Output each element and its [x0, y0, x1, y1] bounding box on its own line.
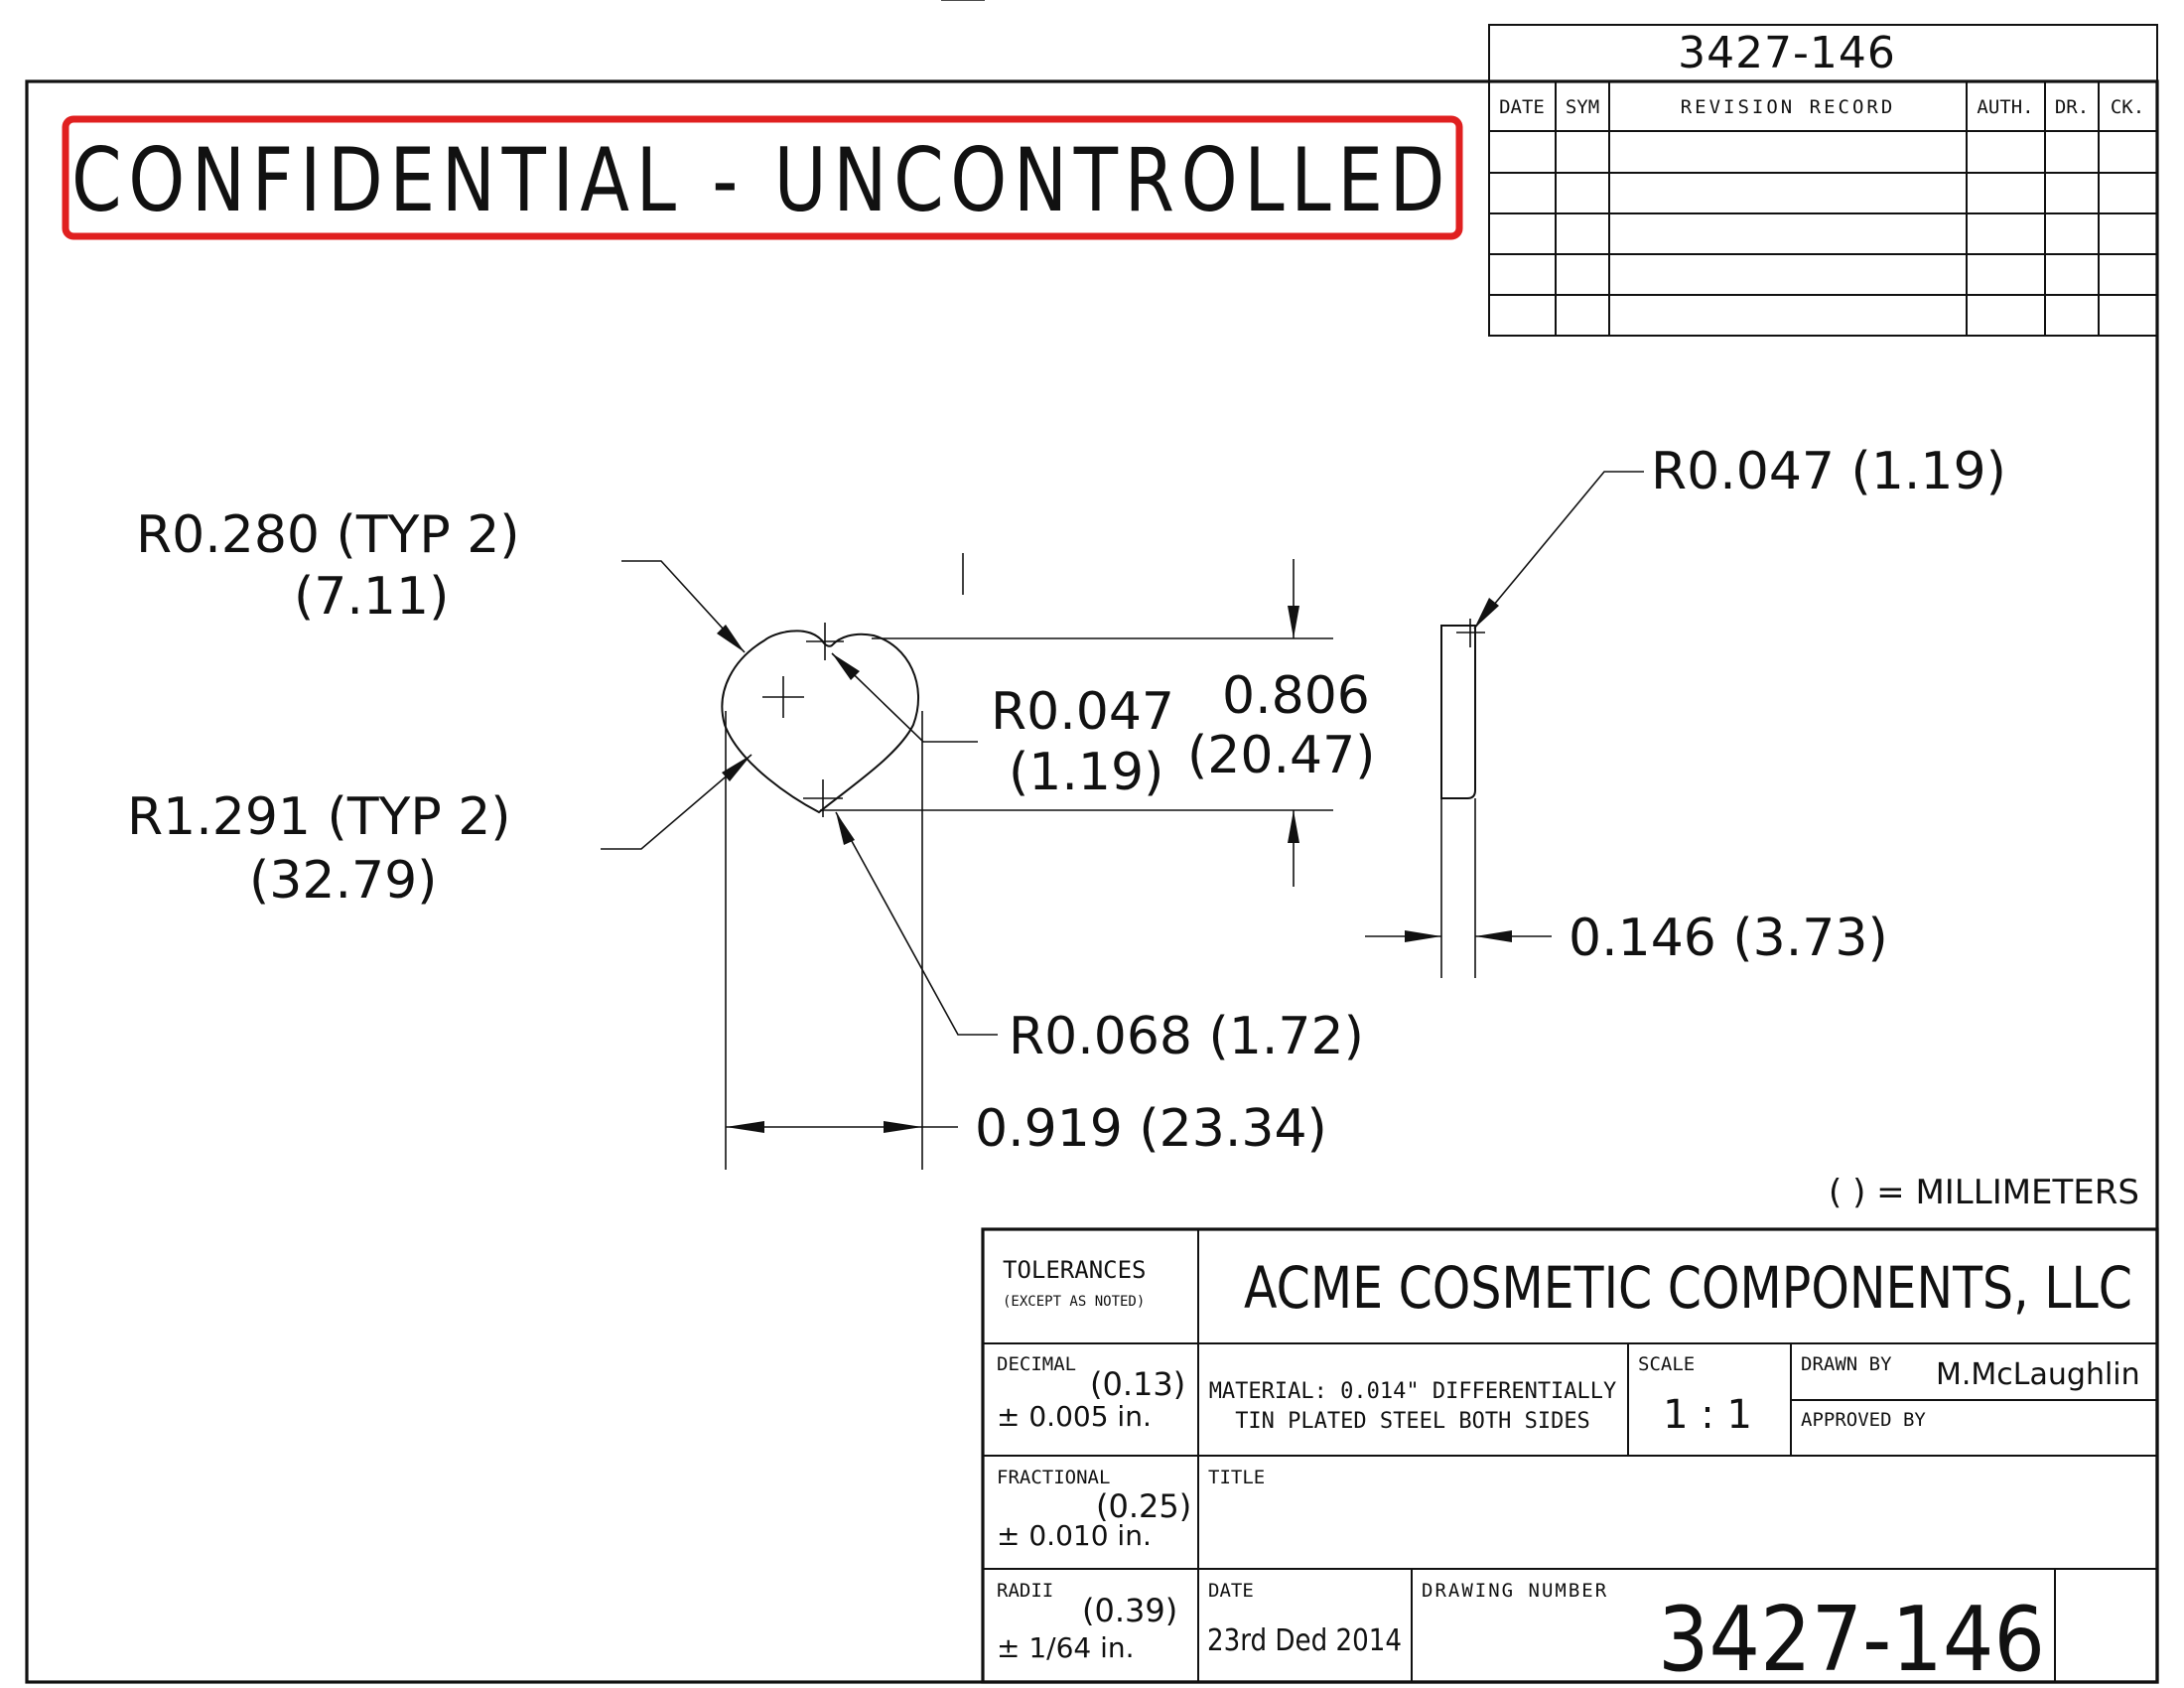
rev-col-date: DATE: [1499, 96, 1545, 118]
rev-col-ck: CK.: [2111, 96, 2144, 118]
label-r0047-inner-mm: (1.19): [1009, 743, 1163, 802]
leader-r0047-side: R0.047 (1.19): [1473, 442, 2006, 630]
units-note: ( ) = MILLIMETERS: [1829, 1173, 2139, 1212]
drawing-number-label: DRAWING NUMBER: [1422, 1580, 1608, 1602]
label-r1291-mm: (32.79): [249, 851, 437, 911]
leader-r1291: R1.291 (TYP 2) (32.79): [127, 754, 752, 911]
height-value-mm: (20.47): [1187, 726, 1375, 785]
label-r0280-mm: (7.11): [294, 567, 449, 627]
rev-col-dr: DR.: [2055, 96, 2089, 118]
tolerances-label: TOLERANCES: [1003, 1256, 1147, 1284]
scale-value: 1 : 1: [1663, 1392, 1752, 1438]
heart-part: [721, 630, 919, 814]
fractional-value: ± 0.010 in.: [997, 1519, 1152, 1552]
company-name: ACME COSMETIC COMPONENTS, LLC: [1244, 1254, 2132, 1322]
leader-r0068: R0.068 (1.72): [835, 811, 1364, 1066]
decimal-value: ± 0.005 in.: [997, 1400, 1152, 1433]
decimal-label: DECIMAL: [997, 1353, 1076, 1375]
confidential-stamp: CONFIDENTIAL - UNCONTROLLED: [62, 115, 1463, 240]
center-marks: [762, 0, 985, 817]
label-r0068: R0.068 (1.72): [1009, 1007, 1364, 1066]
leader-r0280: R0.280 (TYP 2) (7.11): [136, 505, 746, 653]
height-dimension: 0.806 (20.47): [1187, 559, 1375, 887]
side-view: [1440, 619, 1485, 978]
label-r0047-inner: R0.047: [991, 682, 1174, 742]
date-value: 23rd Ded 2014: [1207, 1623, 1402, 1658]
scale-label: SCALE: [1638, 1353, 1695, 1375]
leader-r0047-inner: R0.047 (1.19): [831, 652, 1174, 802]
label-r0280: R0.280 (TYP 2): [136, 505, 520, 565]
drawn-by-value: M.McLaughlin: [1936, 1357, 2140, 1392]
tolerances-sub: (EXCEPT AS NOTED): [1003, 1294, 1145, 1310]
extension-lines: [725, 637, 1333, 1170]
material-line2: TIN PLATED STEEL BOTH SIDES: [1235, 1409, 1590, 1434]
rev-col-record: REVISION RECORD: [1681, 96, 1896, 118]
label-r1291: R1.291 (TYP 2): [127, 787, 511, 847]
title-block: TOLERANCES (EXCEPT AS NOTED) ACME COSMET…: [981, 1227, 2159, 1688]
material-line1: MATERIAL: 0.014" DIFFERENTIALLY: [1209, 1379, 1617, 1404]
label-thickness: 0.146 (3.73): [1569, 909, 1888, 968]
radii-label: RADII: [997, 1580, 1053, 1602]
date-label: DATE: [1208, 1580, 1254, 1602]
label-r0047-side: R0.047 (1.19): [1651, 442, 2006, 501]
approved-by-label: APPROVED BY: [1801, 1409, 1926, 1431]
width-dimension: 0.919 (23.34): [726, 1099, 1327, 1159]
title-label: TITLE: [1208, 1467, 1265, 1488]
rev-col-sym: SYM: [1566, 96, 1599, 118]
drawing-number-value: 3427-146: [1658, 1588, 2045, 1688]
height-value: 0.806: [1222, 666, 1370, 726]
stamp-text: CONFIDENTIAL - UNCONTROLLED: [71, 129, 1451, 231]
width-value: 0.919 (23.34): [975, 1099, 1327, 1159]
fractional-label: FRACTIONAL: [997, 1467, 1110, 1488]
radii-value: ± 1/64 in.: [997, 1631, 1135, 1664]
drawn-by-label: DRAWN BY: [1801, 1353, 1892, 1375]
fractional-mm: (0.25): [1096, 1487, 1191, 1525]
revision-table: DATE SYM REVISION RECORD AUTH. DR. CK.: [1488, 80, 2158, 337]
rev-col-auth: AUTH.: [1977, 96, 2033, 118]
thickness-dimension: 0.146 (3.73): [1365, 909, 1888, 968]
decimal-mm: (0.13): [1090, 1365, 1185, 1403]
radii-mm: (0.39): [1082, 1592, 1177, 1629]
top-drawing-number: 3427-146: [1678, 28, 1896, 78]
